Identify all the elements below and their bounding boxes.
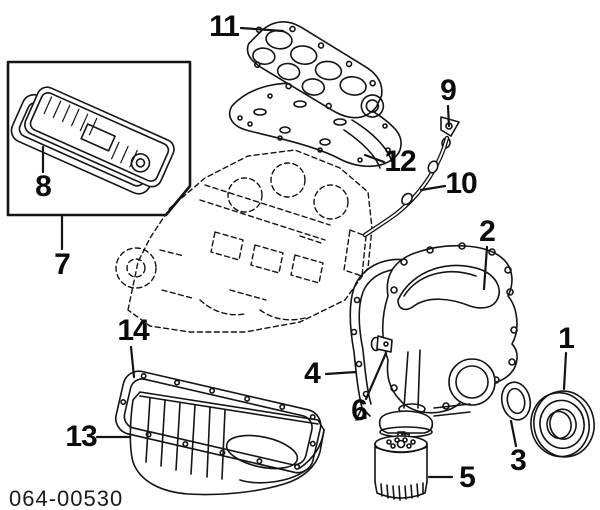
intake-manifold-drawing — [246, 21, 385, 119]
leader-line-2 — [482, 245, 489, 291]
callout-7: 7 — [54, 248, 71, 281]
oil-pan-drawing — [129, 391, 325, 496]
leader-line-4 — [324, 370, 358, 376]
seal-ring-drawing — [500, 381, 532, 421]
leader-line-12 — [363, 153, 386, 164]
callout-14: 14 — [117, 314, 149, 347]
leader-line-10 — [419, 184, 447, 192]
crank-pulley-drawing — [530, 390, 595, 458]
leader-line-6 — [364, 351, 388, 401]
leader-line-3 — [509, 419, 518, 448]
callout-5: 5 — [459, 461, 476, 494]
leader-line-14 — [129, 345, 136, 379]
valve-cover-drawing — [24, 86, 175, 188]
oil-pan-gasket-drawing — [114, 370, 322, 474]
callout-3: 3 — [510, 444, 527, 477]
callout-11: 11 — [209, 10, 240, 43]
callout-10: 10 — [445, 167, 477, 200]
leader-line-1 — [562, 351, 568, 391]
callout-6: 6 — [351, 394, 368, 427]
dipstick-drawing — [362, 116, 460, 238]
callout-2: 2 — [479, 215, 496, 248]
figure-code: 064-00530 — [9, 486, 124, 510]
leader-lines — [41, 26, 568, 479]
callout-12: 12 — [384, 145, 416, 178]
timing-cover-gasket-drawing — [349, 258, 417, 421]
callout-13: 13 — [65, 420, 97, 453]
leader-line-11 — [239, 26, 285, 33]
callout-4: 4 — [304, 357, 321, 390]
callout-9: 9 — [440, 74, 457, 107]
timing-cover-oil-pump-drawing — [378, 242, 518, 440]
leader-line-9 — [446, 104, 451, 128]
oil-filter-drawing — [374, 431, 428, 501]
pump-bolt-drawing — [370, 335, 393, 353]
callout-8: 8 — [35, 170, 52, 203]
engine-block-phantom-drawing — [115, 149, 373, 333]
callout-1: 1 — [558, 322, 575, 355]
